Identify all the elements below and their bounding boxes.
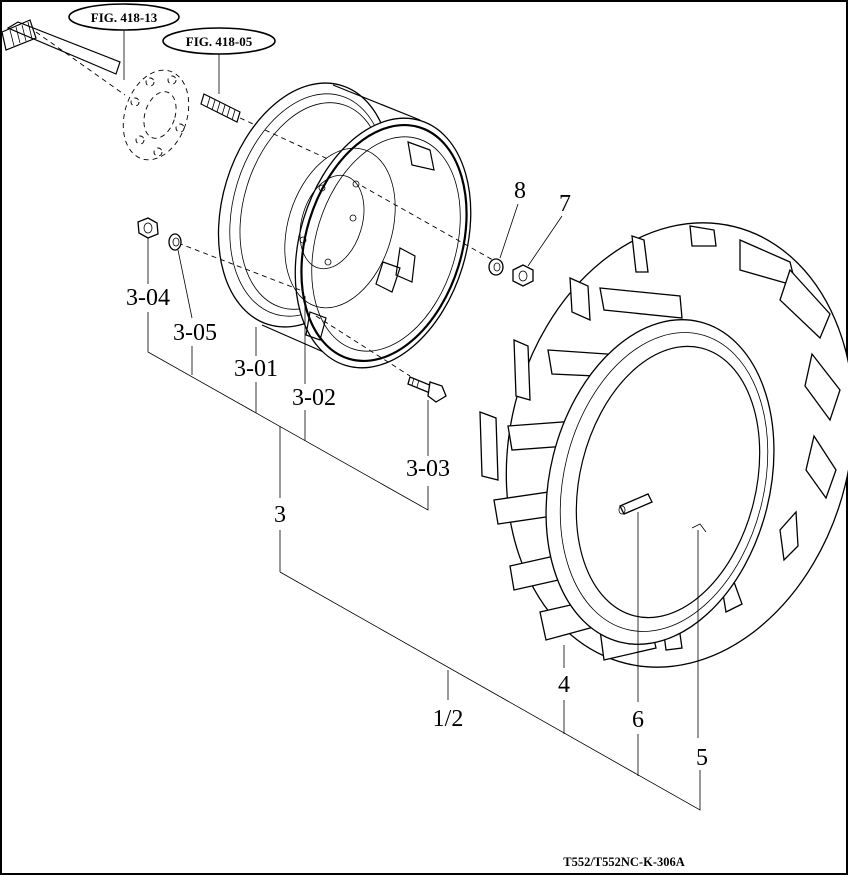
leader-lines [123,30,701,811]
part-label-6[interactable]: 6 [632,707,644,733]
drawing-code: T552/T552NC-K-306A [563,855,685,869]
part-label-3-04[interactable]: 3-04 [126,285,170,311]
part-label-3-02[interactable]: 3-02 [292,385,336,411]
fig-ref-418-13[interactable]: FIG. 418-13 [68,3,180,31]
part-label-1-2[interactable]: 1/2 [433,706,464,732]
washer-3-05 [168,233,182,251]
nut-3-04 [137,217,159,239]
part-label-4[interactable]: 4 [558,672,570,698]
wheel-stud [200,93,263,129]
tractor-tire [479,222,848,668]
hub-flange-ghost [122,69,190,161]
part-label-8[interactable]: 8 [514,178,526,204]
bolt-3-03 [407,376,447,403]
part-label-3-03[interactable]: 3-03 [406,456,450,482]
washer-8 [488,258,504,276]
part-label-3[interactable]: 3 [274,502,286,528]
part-label-3-01[interactable]: 3-01 [234,356,278,382]
part-label-3-05[interactable]: 3-05 [173,320,217,346]
fig-ref-418-05-label: FIG. 418-05 [186,34,253,49]
fig-ref-418-13-label: FIG. 418-13 [91,10,158,25]
part-label-7[interactable]: 7 [559,191,571,217]
part-label-5[interactable]: 5 [696,745,708,771]
wheel-rim [177,82,501,377]
nut-7 [512,264,534,287]
axle-shaft [1,19,126,96]
fig-ref-418-05[interactable]: FIG. 418-05 [162,27,276,55]
